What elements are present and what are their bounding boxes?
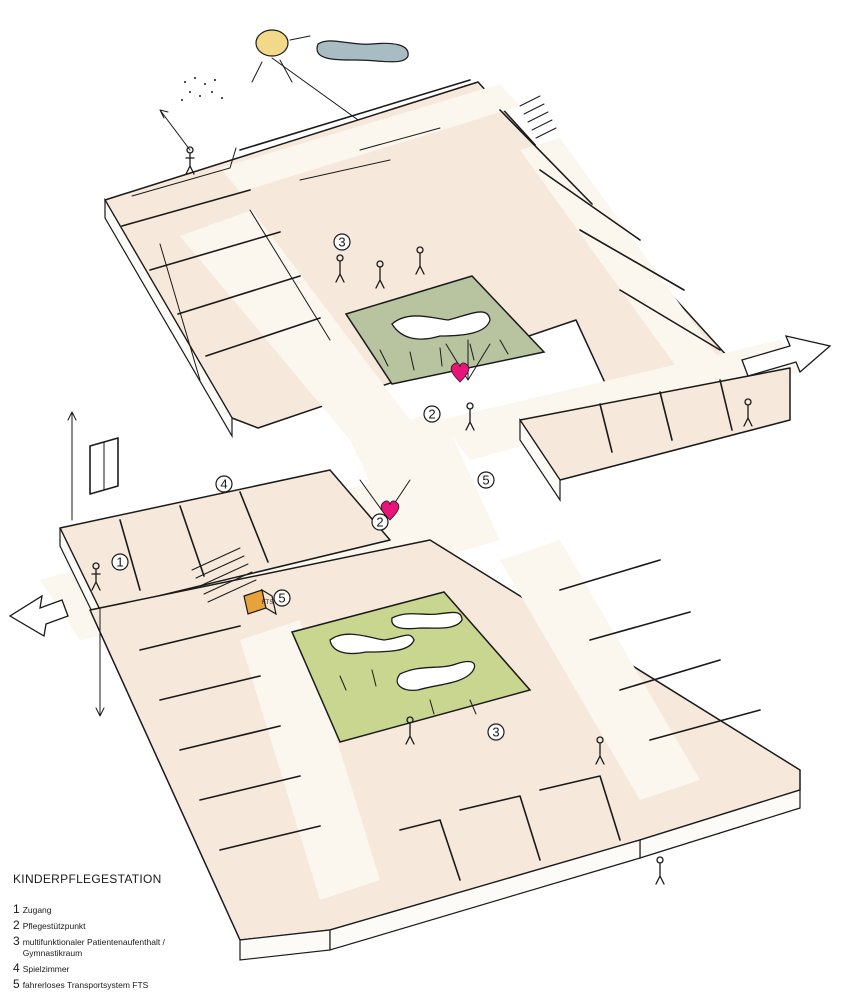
elevator-icon — [89, 437, 119, 495]
legend-number: 4 — [13, 961, 20, 975]
svg-text:2: 2 — [428, 407, 435, 422]
marker-4: 4 — [215, 475, 233, 493]
lower-wing — [89, 539, 801, 961]
marker-1: 1 — [111, 553, 129, 571]
courtyard-top-pond — [391, 311, 491, 340]
marker-3-bottom: 3 — [487, 723, 505, 741]
marker-5-center: 5 — [477, 471, 495, 489]
marker-2-center: 2 — [371, 513, 389, 531]
exit-arrow-icon — [741, 335, 832, 377]
fts-robot-icon: FTS — [243, 588, 277, 616]
legend-number: 5 — [13, 977, 20, 991]
legend: KINDERPFLEGESTATION 1 Zugang 2 Pflegestü… — [13, 872, 233, 995]
sky — [181, 29, 409, 131]
legend-item: 1 Zugang — [13, 902, 233, 916]
legend-number: 2 — [13, 918, 20, 932]
legend-label: Pflegestützpunkt — [22, 921, 86, 931]
exit-arrow-icon — [8, 594, 69, 638]
svg-text:3: 3 — [338, 235, 345, 250]
west-link — [59, 469, 391, 629]
legend-number: 3 — [13, 934, 20, 948]
legend-number: 1 — [13, 902, 20, 916]
upper-wing — [104, 79, 739, 440]
cloud-icon — [316, 40, 409, 63]
svg-text:4: 4 — [220, 477, 227, 492]
east-link — [519, 367, 791, 502]
legend-label: fahrerloses Transportsystem FTS — [22, 980, 149, 990]
courtyard-bottom-pond-1 — [329, 633, 415, 655]
marker-5-fts: 5 — [273, 589, 291, 607]
heart-icon — [450, 362, 470, 383]
svg-text:1: 1 — [116, 555, 123, 570]
svg-text:2: 2 — [376, 515, 383, 530]
fts-label: FTS — [262, 600, 273, 606]
legend-title: KINDERPFLEGESTATION — [13, 872, 162, 886]
sun-icon — [255, 29, 289, 57]
heart-icon — [380, 500, 400, 521]
legend-item: 5 fahrerloses Transportsystem FTS — [13, 977, 233, 991]
courtyard-bottom-pond-3 — [396, 660, 476, 691]
legend-label: Spielzimmer — [22, 964, 70, 974]
legend-label: Zugang — [22, 905, 52, 915]
marker-3-top: 3 — [333, 233, 351, 251]
courtyard-top — [344, 275, 546, 385]
courtyard-bottom-pond-2 — [391, 611, 463, 630]
stairs-top-icon — [519, 95, 557, 139]
legend-item: 2 Pflegestützpunkt — [13, 918, 233, 932]
people-sketches — [91, 146, 753, 885]
svg-text:5: 5 — [482, 473, 489, 488]
marker-2-top: 2 — [423, 405, 441, 423]
courtyard-bottom — [290, 591, 532, 743]
stairs-icon — [191, 547, 257, 603]
rain-dots — [181, 77, 223, 101]
legend-label: multifunktionaler Patientenaufenthalt / … — [22, 937, 165, 958]
legend-item: 3 multifunktionaler Patientenaufenthalt … — [13, 934, 233, 959]
legend-item: 4 Spielzimmer — [13, 961, 233, 975]
svg-text:3: 3 — [492, 725, 499, 740]
svg-text:5: 5 — [278, 591, 285, 606]
